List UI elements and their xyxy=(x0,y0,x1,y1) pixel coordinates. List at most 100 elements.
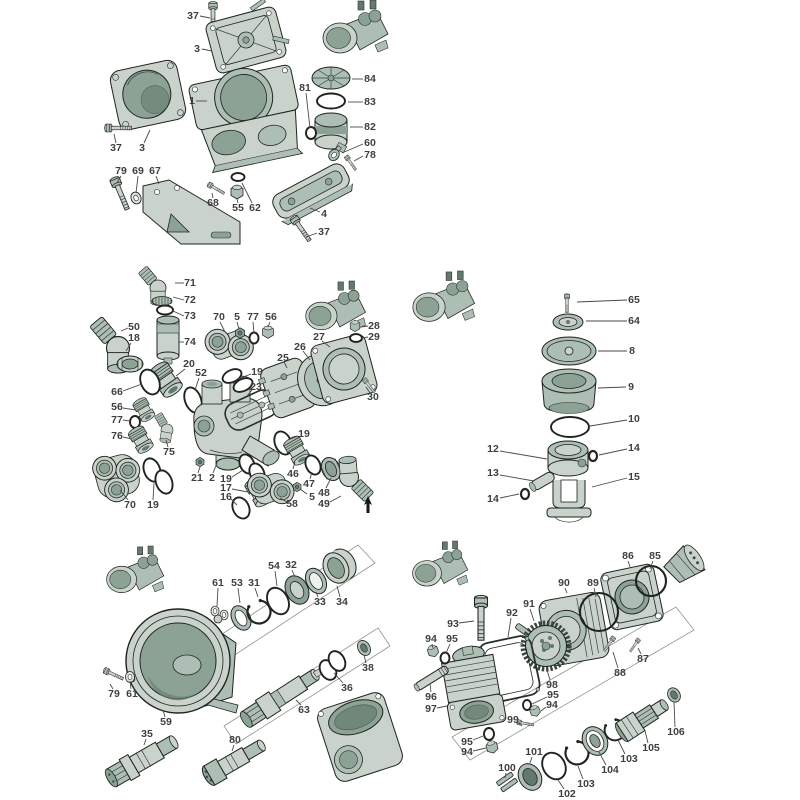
leader-line xyxy=(231,744,235,752)
part-36-ring xyxy=(327,650,347,672)
part-number-label: 59 xyxy=(160,716,172,728)
part-number-label: 93 xyxy=(447,618,459,630)
part-84-valve-cap xyxy=(311,66,351,90)
pump-overview-icon xyxy=(412,270,475,322)
part-number-label: 2 xyxy=(209,472,215,484)
leader-line xyxy=(236,321,240,330)
leader-line xyxy=(637,647,642,655)
part-number-label: 95 xyxy=(547,689,559,701)
leader-line xyxy=(175,368,186,377)
leader-line xyxy=(237,373,252,380)
leader-line xyxy=(598,448,628,456)
leader-line xyxy=(283,361,288,369)
part-73-oring xyxy=(156,304,174,316)
part-number-label: 56 xyxy=(111,401,123,413)
leader-line xyxy=(577,765,584,780)
leader-line xyxy=(365,386,371,394)
leader-line xyxy=(617,739,626,755)
part-number-label: 52 xyxy=(195,367,207,379)
leader-line xyxy=(122,436,133,440)
part-number-label: 80 xyxy=(229,734,241,746)
leader-line xyxy=(155,175,160,185)
part-number-label: 98 xyxy=(546,679,558,691)
part-number-label: 32 xyxy=(285,559,297,571)
leader-line xyxy=(529,756,533,764)
leader-line xyxy=(336,585,341,598)
part-58-port-assembly xyxy=(243,469,298,508)
part-number-label: 10 xyxy=(628,413,640,425)
part-number-label: 37 xyxy=(318,226,330,238)
leader-line xyxy=(216,587,219,607)
part-number-label: 19 xyxy=(251,366,263,378)
leader-line xyxy=(353,155,364,162)
part-number-label: 104 xyxy=(601,764,619,776)
leader-line xyxy=(593,587,597,598)
leader-line xyxy=(230,498,238,506)
part-number-label: 96 xyxy=(425,691,437,703)
part-82-cup xyxy=(314,112,348,154)
part-61-washer xyxy=(210,605,220,617)
leader-line xyxy=(267,321,271,328)
part-number-label: 49 xyxy=(318,498,330,510)
part-79-bolt xyxy=(102,666,125,682)
part-number-label: 94 xyxy=(461,746,473,758)
leader-line xyxy=(236,198,239,204)
part-number-label: 99 xyxy=(507,714,519,726)
leader-line xyxy=(122,407,137,411)
part-number-label: 3 xyxy=(139,142,145,154)
leader-line xyxy=(472,747,487,752)
part-95-oring xyxy=(439,651,451,665)
part-number-label: 29 xyxy=(368,331,380,343)
leader-line xyxy=(143,129,151,144)
leader-line xyxy=(165,439,169,448)
part-70-triple-port xyxy=(89,453,143,505)
leader-line xyxy=(333,672,344,684)
leader-line xyxy=(287,435,299,441)
leader-line xyxy=(122,419,131,422)
leader-line xyxy=(199,15,211,19)
leader-line xyxy=(119,489,129,501)
part-number-label: 74 xyxy=(184,336,196,348)
part-number-label: 101 xyxy=(525,746,543,758)
leader-line xyxy=(237,587,241,604)
part-16-ring xyxy=(231,496,251,520)
part-61-washer xyxy=(125,671,135,683)
part-number-label: 28 xyxy=(368,320,380,332)
leader-line xyxy=(325,477,332,489)
part-number-label: 100 xyxy=(498,762,516,774)
part-number-label: 94 xyxy=(425,633,437,645)
part-79-bolt xyxy=(108,175,133,212)
part-number-label: 79 xyxy=(108,688,120,700)
part-29-oring xyxy=(349,333,363,343)
leader-line xyxy=(231,488,249,493)
part-60-fitting xyxy=(328,145,342,162)
pump-overview-icon xyxy=(106,545,165,593)
part-number-label: 83 xyxy=(364,96,376,108)
part-65-bolt xyxy=(564,293,570,313)
leader-line xyxy=(172,310,185,317)
leader-line xyxy=(135,175,139,194)
leader-line xyxy=(309,207,321,213)
part-35-pto-shaft xyxy=(104,735,179,788)
part-number-label: 70 xyxy=(213,311,225,323)
leader-line xyxy=(363,654,367,664)
part-59-bell-housing xyxy=(125,608,239,714)
leader-line xyxy=(125,342,132,352)
part-number-label: 61 xyxy=(126,688,138,700)
part-number-label: 18 xyxy=(128,332,140,344)
part-number-label: 66 xyxy=(111,386,123,398)
part-76-fitting xyxy=(126,423,156,456)
part-number-label: 19 xyxy=(298,428,310,440)
part-4-bracket xyxy=(272,163,353,226)
leader-line xyxy=(540,706,547,712)
part-number-label: 71 xyxy=(184,277,196,289)
part-number-label: 17 xyxy=(220,482,232,494)
part-98-gear xyxy=(515,620,572,672)
part-28-plug xyxy=(349,320,361,332)
leader-line xyxy=(152,482,155,501)
orientation-arrow xyxy=(364,496,372,513)
part-number-label: 53 xyxy=(231,577,243,589)
part-number-label: 3 xyxy=(194,43,200,55)
part-number-label: 103 xyxy=(577,778,595,790)
part-number-label: 37 xyxy=(187,10,199,22)
